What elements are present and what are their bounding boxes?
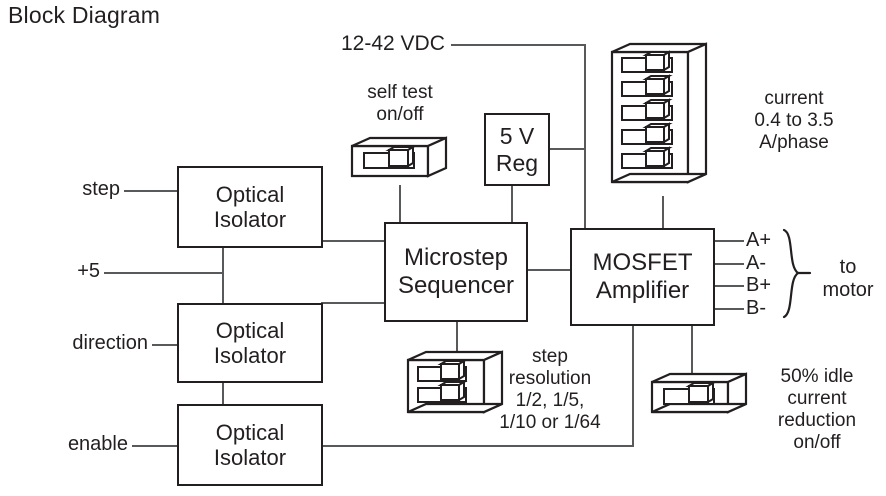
- current-set-label: current 0.4 to 3.5 A/phase: [716, 88, 872, 154]
- block-5v-regulator[interactable]: 5 V Reg: [484, 113, 550, 186]
- step-resolution-label-line2: resolution: [508, 368, 592, 390]
- wire-plus5-rail: [104, 272, 224, 274]
- current-set-label-line3: A/phase: [759, 132, 829, 154]
- motor-output-b-plus: B+: [746, 274, 772, 296]
- motor-destination-label: to motor: [812, 256, 884, 302]
- wire-output-b-minus: [714, 308, 744, 310]
- enable-input-label: enable: [67, 433, 128, 455]
- wire-isolator1-to-sequencer: [321, 240, 386, 242]
- wire-output-a-minus: [714, 263, 744, 265]
- direction-input-label: direction: [72, 332, 148, 354]
- step-resolution-label-line3: 1/2, 1/5,: [515, 390, 585, 412]
- wire-stepres-to-sequencer: [456, 321, 458, 353]
- motor-output-brace: [780, 228, 814, 325]
- idle-current-label-line2: current: [787, 388, 847, 410]
- dip-switch-idle-current[interactable]: [650, 372, 752, 424]
- block-optical-isolator-direction[interactable]: Optical Isolator: [177, 303, 323, 383]
- wire-isolator2-to-isolator3-vertical: [222, 382, 224, 406]
- wire-isolator1-to-isolator2-vertical: [222, 246, 224, 306]
- self-test-label: self test on/off: [330, 82, 470, 126]
- block-label-line2: Isolator: [213, 207, 287, 232]
- motor-destination-line2: motor: [822, 279, 874, 302]
- block-label-line2: Isolator: [213, 343, 287, 368]
- motor-output-a-plus: A+: [746, 229, 772, 251]
- plus5-input-label: +5: [77, 260, 100, 282]
- wire-direction-to-isolator2: [152, 344, 179, 346]
- block-label-line2: Reg: [495, 149, 539, 176]
- idle-current-label-line4: on/off: [793, 432, 841, 454]
- motor-destination-line1: to: [839, 256, 857, 278]
- wire-vdc-horizontal: [451, 44, 586, 46]
- wire-isolator2-to-sequencer: [321, 302, 386, 304]
- wire-vdc-vertical: [584, 44, 586, 229]
- block-optical-isolator-enable[interactable]: Optical Isolator: [177, 404, 323, 486]
- wire-isolator3-to-mosfet-horizontal: [321, 445, 634, 447]
- wire-step-to-isolator1: [124, 190, 179, 192]
- block-label-line1: MOSFET: [592, 249, 693, 277]
- wire-current-dip-to-mosfet: [662, 196, 664, 229]
- block-label-line2: Isolator: [213, 445, 287, 470]
- idle-current-label-line3: reduction: [777, 410, 857, 432]
- current-set-label-line2: 0.4 to 3.5: [754, 110, 834, 132]
- dip-switch-step-resolution[interactable]: [406, 350, 514, 428]
- wire-reg-output: [549, 148, 586, 150]
- wire-idle-to-mosfet: [691, 325, 693, 373]
- idle-current-label-line1: 50% idle: [780, 366, 854, 387]
- idle-current-label: 50% idle current reduction on/off: [750, 366, 884, 454]
- supply-voltage-label: 12-42 VDC: [341, 32, 445, 55]
- dip-switch-self-test[interactable]: [350, 136, 452, 188]
- block-mosfet-amplifier[interactable]: MOSFET Amplifier: [570, 228, 715, 326]
- block-label-line2: Sequencer: [397, 272, 515, 299]
- block-label-line1: Optical: [215, 317, 285, 343]
- step-resolution-label-line1: step: [532, 346, 568, 367]
- wire-isolator3-to-mosfet-vertical: [632, 325, 634, 447]
- wire-reg-to-sequencer-vertical: [511, 185, 513, 223]
- self-test-label-line1: self test: [367, 82, 433, 103]
- step-resolution-label: step resolution 1/2, 1/5, 1/10 or 1/64: [460, 346, 640, 434]
- wire-selftest-to-sequencer: [399, 185, 401, 223]
- step-input-label: step: [82, 178, 120, 200]
- wire-output-b-plus: [714, 285, 744, 287]
- wire-sequencer-to-mosfet: [527, 269, 571, 271]
- wire-enable-to-isolator3: [132, 445, 179, 447]
- step-resolution-label-line4: 1/10 or 1/64: [499, 412, 601, 434]
- block-label-line1: Optical: [215, 181, 285, 207]
- block-optical-isolator-step[interactable]: Optical Isolator: [177, 166, 323, 248]
- page-title: Block Diagram: [8, 2, 161, 28]
- block-label-line1: 5 V: [499, 123, 535, 150]
- motor-output-a-minus: A-: [746, 252, 766, 274]
- block-label-line1: Optical: [215, 419, 285, 445]
- block-label-line1: Microstep: [403, 244, 509, 272]
- motor-output-b-minus: B-: [746, 297, 766, 319]
- self-test-label-line2: on/off: [376, 104, 424, 126]
- block-label-line2: Amplifier: [595, 277, 690, 304]
- block-microstep-sequencer[interactable]: Microstep Sequencer: [384, 222, 528, 322]
- current-set-label-line1: current: [764, 88, 824, 109]
- dip-switch-current-set[interactable]: [610, 42, 720, 198]
- wire-output-a-plus: [714, 240, 744, 242]
